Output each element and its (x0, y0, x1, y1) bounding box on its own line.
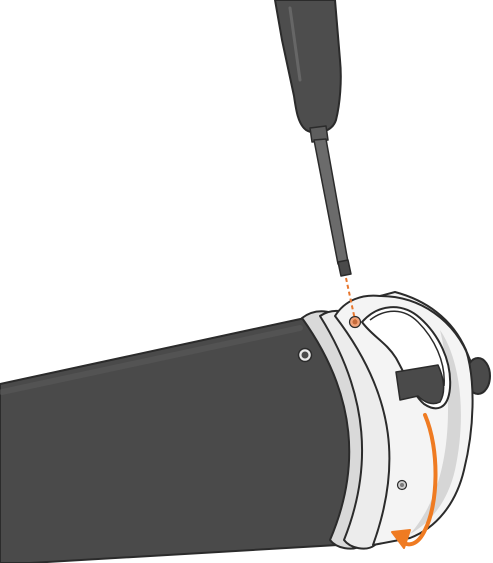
end-cap-screw-hole-side (398, 481, 407, 490)
screwdriver-tip (338, 260, 351, 276)
tube-body (0, 316, 377, 563)
end-cap-screw-hole-top (350, 317, 361, 328)
screwdriver-icon (275, 0, 351, 276)
tube-screw-hole-upper (299, 349, 312, 362)
screwdriver-handle (275, 0, 341, 133)
shaft-through-window (396, 365, 444, 404)
screwdriver-shaft (314, 139, 348, 264)
